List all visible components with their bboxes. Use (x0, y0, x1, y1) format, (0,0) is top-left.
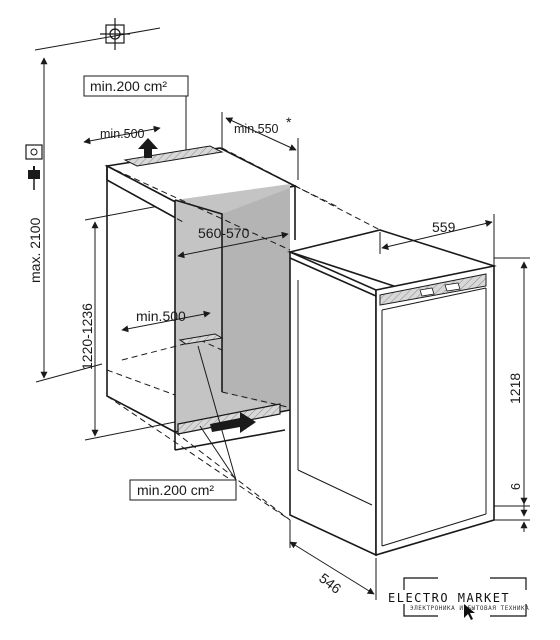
bottom-vent-depth: min.500 (121, 308, 211, 333)
depth-behind-label: min.550 (234, 122, 279, 136)
socket-icon (25, 144, 43, 160)
top-vent-depth: min.500 (83, 125, 161, 145)
niche-width-dimension: 560-570 (177, 225, 289, 259)
cursor-icon (464, 604, 475, 620)
appliance-height-dimension: 1218 (494, 257, 530, 517)
appliance-depth-label: 546 (316, 570, 344, 597)
bottom-vent-area-label: min.200 cm² (137, 482, 214, 498)
depth-behind-mark: * (286, 114, 292, 130)
appliance-width-label: 559 (432, 219, 456, 235)
plinth-gap-label: 6 (509, 483, 523, 490)
depth-behind-dimension: min.550 * (221, 112, 299, 180)
appliance-body (287, 229, 497, 557)
electro-market-watermark: ELECTRO MARKET ЭЛЕКТРОНИКА И БЫТОВАЯ ТЕХ… (388, 577, 529, 620)
appliance-width-dimension: 559 (379, 214, 495, 266)
top-vent-area-label: min.200 cm² (90, 78, 167, 94)
niche-width-label: 560-570 (198, 225, 250, 241)
niche-height-label: 1220-1236 (79, 303, 95, 370)
bottom-vent-depth-label: min.500 (136, 308, 186, 324)
projection-lines (106, 147, 381, 521)
top-vent-depth-label: min.500 (100, 127, 145, 141)
top-vent-area: min.200 cm² (83, 75, 189, 150)
appliance-height-label: 1218 (507, 373, 523, 404)
max-height-label: max. 2100 (27, 217, 43, 283)
plinth-gap-dimension: 6 (494, 483, 530, 532)
bottom-vent-area: min.200 cm² (129, 345, 237, 501)
plug-icon (28, 166, 40, 190)
max-height-dimension: max. 2100 (27, 57, 103, 383)
watermark-title: ELECTRO MARKET (388, 591, 510, 605)
installation-niche (104, 145, 298, 451)
niche-height-dimension: 1220-1236 (79, 201, 181, 441)
